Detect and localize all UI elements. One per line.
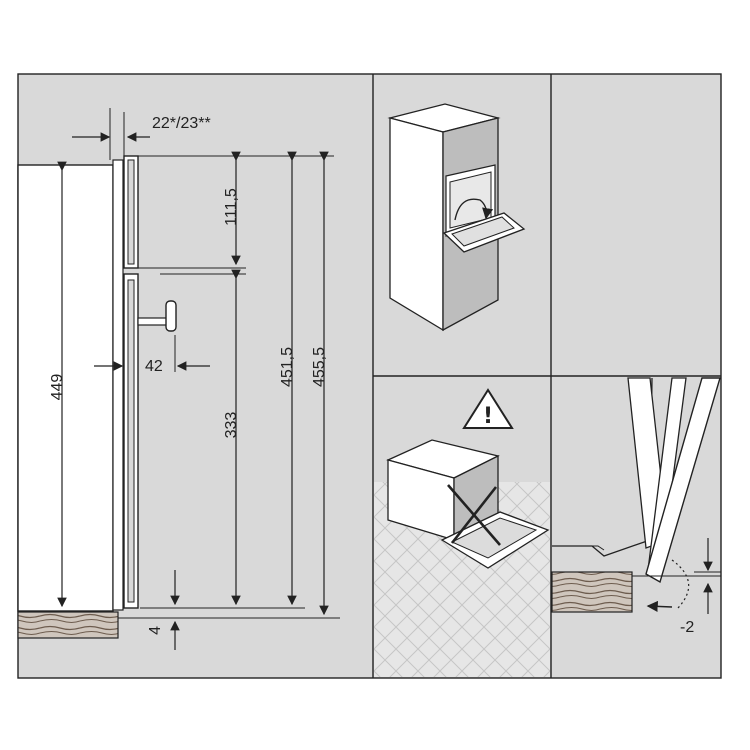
floor-wood-left [17,611,119,639]
upper-panel-inner [127,159,135,265]
slide-arrow-icon [454,198,494,221]
warning-triangle-icon [462,388,514,429]
door-detail-illustration: -2 [551,377,721,636]
tall-cabinet-illustration [387,103,526,332]
lower-door-inner [127,279,135,603]
label-door-offset: -2 [680,619,694,636]
label-handle-depth: 42 [145,358,163,375]
warning-symbol: ! [483,404,493,429]
knob-shaft [137,317,169,326]
label-top-gap: 22*/23** [152,115,211,132]
label-449: 449 [49,374,66,401]
tilt-arc [671,559,690,609]
cross-line-2 [450,486,498,544]
label-455: 455,5 [311,347,328,387]
label-111: 111,5 [223,188,240,226]
label-333: 333 [223,412,240,439]
knob-head [165,300,177,332]
label-451: 451,5 [279,347,296,387]
side-section-drawing: 22*/23** 42 4 449 111,5 333 451,5 455,5 [17,108,340,650]
floor-wood-right [551,571,633,613]
tilt-arrow-icon [646,600,673,613]
warning-illustration: ! [374,388,550,677]
front-plate [112,159,124,611]
label-bottom-gap: 4 [147,626,164,635]
